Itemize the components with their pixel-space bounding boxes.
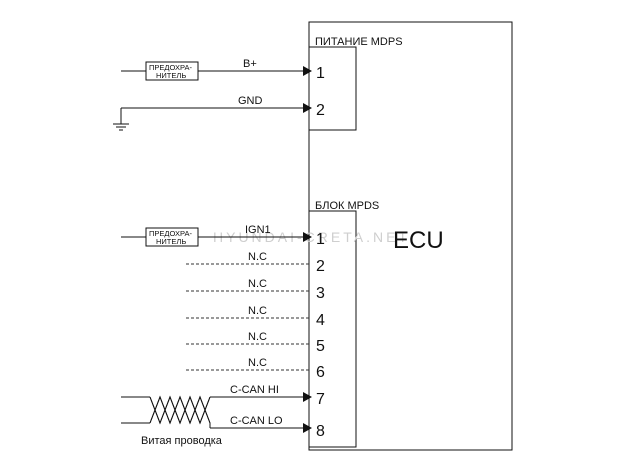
mdps-pin-1-number: 1 (316, 231, 325, 248)
power-pin-1-number: 1 (316, 65, 325, 82)
mdps-pin-6-signal: N.C (248, 357, 267, 369)
power-block-title: ПИТАНИЕ MDPS (315, 36, 403, 48)
mdps-pin-7-connection: C-CAN HI 7 (210, 384, 325, 408)
mdps-pin-5-signal: N.C (248, 331, 267, 343)
mdps-pin-6-connection: N.C 6 (186, 357, 325, 381)
power-pin-2-number: 2 (316, 102, 325, 119)
mdps-pin-3-signal: N.C (248, 278, 267, 290)
ground-icon (113, 123, 129, 131)
mdps-pin-1-signal: IGN1 (245, 224, 271, 236)
twisted-pair-icon (121, 395, 211, 425)
mdps-pin-3-connection: N.C 3 (186, 278, 325, 302)
fuse-label-line-2: НИТЕЛЬ (156, 71, 186, 80)
mdps-block-title: БЛОК MPDS (315, 200, 379, 212)
mdps-pin-5-connection: N.C 5 (186, 331, 325, 355)
mdps-pin-4-connection: N.C 4 (186, 305, 325, 329)
ecu-label: ECU (393, 227, 444, 254)
power-pin-2-signal: GND (238, 95, 263, 107)
mdps-pin-8-connection: C-CAN LO 8 (209, 415, 325, 440)
power-pin-2-connection: GND 2 (113, 95, 325, 131)
power-pin-1-connection: ПРЕДОХРА- НИТЕЛЬ B+ 1 (121, 58, 325, 82)
mdps-pin-2-signal: N.C (248, 251, 267, 263)
fuse-label-line-2: НИТЕЛЬ (156, 237, 186, 246)
arrow-icon (303, 392, 312, 402)
mdps-pin-8-number: 8 (316, 423, 325, 440)
mdps-pin-2-number: 2 (316, 258, 325, 275)
arrow-icon (303, 423, 312, 433)
arrow-icon (303, 66, 312, 76)
arrow-icon (303, 103, 312, 113)
mdps-pin-7-signal: C-CAN HI (230, 384, 279, 396)
mdps-pin-3-number: 3 (316, 285, 325, 302)
mdps-block-box (308, 210, 357, 448)
mdps-pin-8-signal: C-CAN LO (230, 415, 283, 427)
twisted-pair-label: Витая проводка (141, 435, 223, 447)
power-block-box (308, 46, 357, 131)
mdps-pin-4-number: 4 (316, 312, 325, 329)
mdps-pin-2-connection: N.C 2 (186, 251, 325, 275)
mdps-pin-5-number: 5 (316, 338, 325, 355)
mdps-pin-4-signal: N.C (248, 305, 267, 317)
power-pin-1-signal: B+ (243, 58, 257, 70)
mdps-pin-1-connection: ПРЕДОХРА- НИТЕЛЬ IGN1 1 (121, 224, 325, 248)
arrow-icon (303, 232, 312, 242)
fuse-label-line-1: ПРЕДОХРА- (149, 229, 192, 238)
mdps-pin-6-number: 6 (316, 364, 325, 381)
fuse-label-line-1: ПРЕДОХРА- (149, 63, 192, 72)
mdps-pin-7-number: 7 (316, 391, 325, 408)
